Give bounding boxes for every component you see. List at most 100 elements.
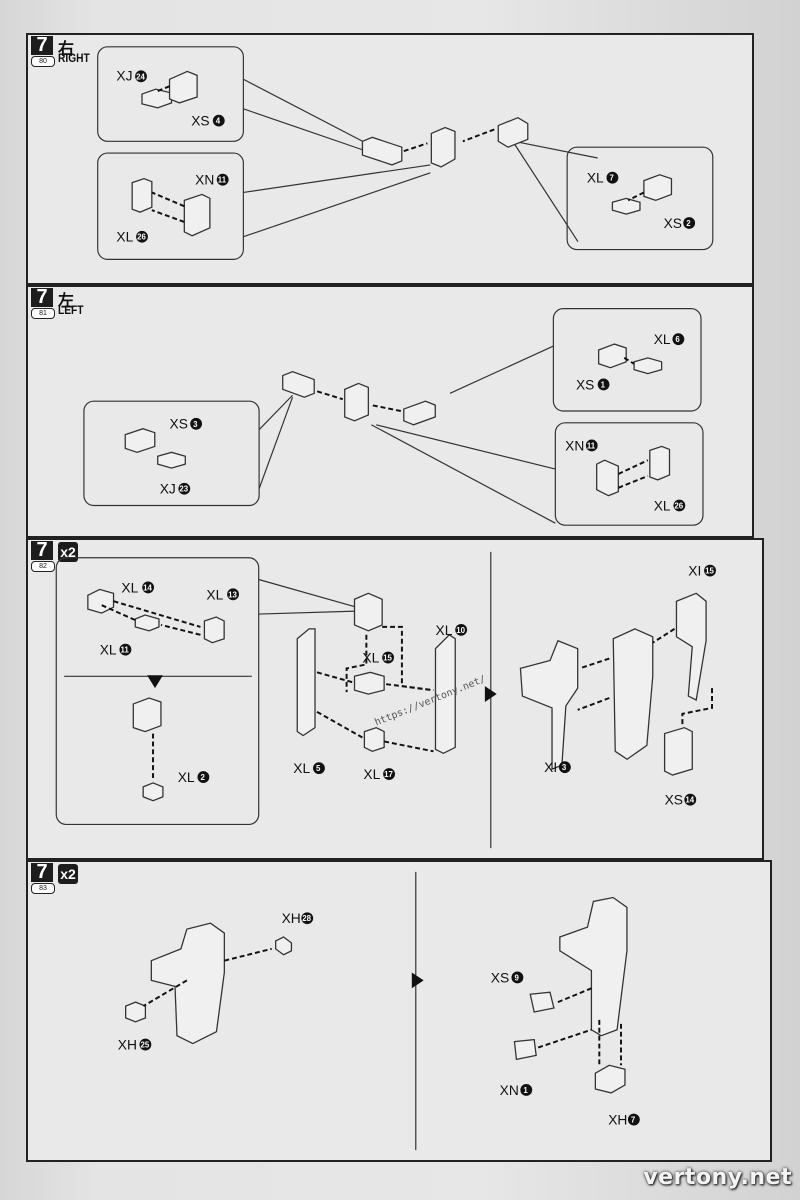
part-number-circle [301,912,314,925]
part-number-circle [136,230,148,243]
part-number-circle [227,588,239,601]
part-label: 3 [193,420,198,429]
step-number: 7 [31,862,53,882]
subassembly-box [97,46,244,142]
part-number-circle [139,1038,152,1051]
part-label: 25 [140,1041,149,1050]
part-label: XL [363,766,380,782]
part-label: XL [178,769,195,785]
part-label: XS [665,792,683,808]
part-label: XS [170,417,188,432]
part-shape [141,88,173,109]
part-label: XJ [160,482,176,497]
part-label: XL [206,586,223,602]
step-sub-number: 80 [31,56,55,67]
part-label: XJ [116,68,132,83]
part-label: 11 [218,176,227,185]
step-sub-number: 82 [31,561,55,572]
part-number-circle [673,499,686,512]
part-label: XL [293,760,310,776]
part-label: 26 [137,233,146,242]
step-83-diagram: XH 28 XH 25 XS 9 XN 1 XH 7 [118,871,640,1151]
part-label: XS [664,216,682,231]
part-labels: XL 14 XL 13 XL 11 XL 2 XL 10 XL 15 XL 5 … [100,563,716,808]
part-number-circle [190,417,203,430]
part-label: 26 [674,501,683,510]
part-number-circle [197,771,210,783]
part-shape [131,178,153,213]
part-label: 7 [631,1116,636,1125]
part-label: 15 [705,567,714,576]
part-number-circle [313,762,325,775]
part-label: 14 [143,583,152,592]
quantity-badge: x2 [58,542,78,562]
part-number-circle [520,1084,533,1096]
subassembly-box [97,152,244,260]
part-labels: XL 6 XS 1 XN 11 XL 26 XS 3 XJ 23 [160,332,686,513]
part-label: 23 [179,485,188,494]
part-shape [643,174,673,202]
part-shape [497,116,529,148]
part-number-circle [597,378,610,391]
part-label: XN [565,438,584,453]
part-label: XL [654,332,671,347]
part-label: 24 [136,72,145,81]
part-label: 1 [523,1086,528,1095]
part-label: 11 [587,441,596,450]
source-url: https://vertony.net/ [373,674,487,729]
step-80-diagram: XJ 24 XS 4 XN 11 XL 26 XL 7 XS 2 [97,46,714,260]
part-number-circle [383,768,395,780]
part-label: 17 [384,770,393,779]
part-labels: XH 28 XH 25 XS 9 XN 1 XH 7 [118,910,640,1127]
part-number-circle [178,482,191,495]
subassembly-box [83,400,260,507]
part-number-circle [606,171,619,184]
part-label: XS [491,969,509,985]
part-label: XS [191,114,209,129]
part-number-circle [558,761,571,774]
part-number-circle [455,623,468,636]
part-number-circle [212,114,225,127]
part-number-circle [684,793,697,806]
part-label: XL [100,642,117,658]
side-label: LEFT [58,303,84,317]
part-label: 2 [200,773,205,782]
part-number-circle [683,217,696,229]
part-label: 14 [685,796,694,805]
part-label: XL [116,230,133,245]
side-kanji: 左 [58,291,75,310]
side-label: RIGHT [58,51,90,65]
step-81-panel: 7 81 左 LEFT [26,285,754,538]
part-label: 10 [456,626,465,635]
part-number-circle [119,643,132,656]
subassembly-box [552,308,702,412]
part-number-circle [672,333,685,346]
step-sub-number: 83 [31,883,55,894]
step-82-panel: 7 82 x2 [26,538,764,860]
step-number: 7 [31,287,53,307]
part-number-circle [627,1113,640,1126]
part-label: 28 [302,914,311,923]
part-label: XL [654,498,671,513]
part-number-circle [585,439,598,452]
part-label: 11 [120,646,129,655]
part-number-circle [216,173,229,186]
part-label: XH [282,910,301,926]
part-label: XL [587,171,604,186]
step-81-diagram: XL 6 XS 1 XN 11 XL 26 XS 3 XJ 23 [83,308,704,526]
part-label: 9 [514,973,519,982]
part-label: 7 [609,174,614,183]
part-label: 1 [601,380,606,389]
step-82-diagram: XL 14 XL 13 XL 11 XL 2 XL 10 XL 15 XL 5 … [55,551,716,849]
part-number-circle [704,564,716,577]
step-number: 7 [31,540,53,560]
step-number: 7 [31,35,53,55]
part-labels: XJ 24 XS 4 XN 11 XL 26 XL 7 XS 2 [116,68,696,245]
part-label: XN [500,1082,519,1098]
step-sub-number: 81 [31,308,55,319]
watermark: vertony.net [643,1165,792,1190]
part-label: 13 [228,590,237,599]
part-label: XN [195,173,214,188]
part-label: 6 [675,335,680,344]
